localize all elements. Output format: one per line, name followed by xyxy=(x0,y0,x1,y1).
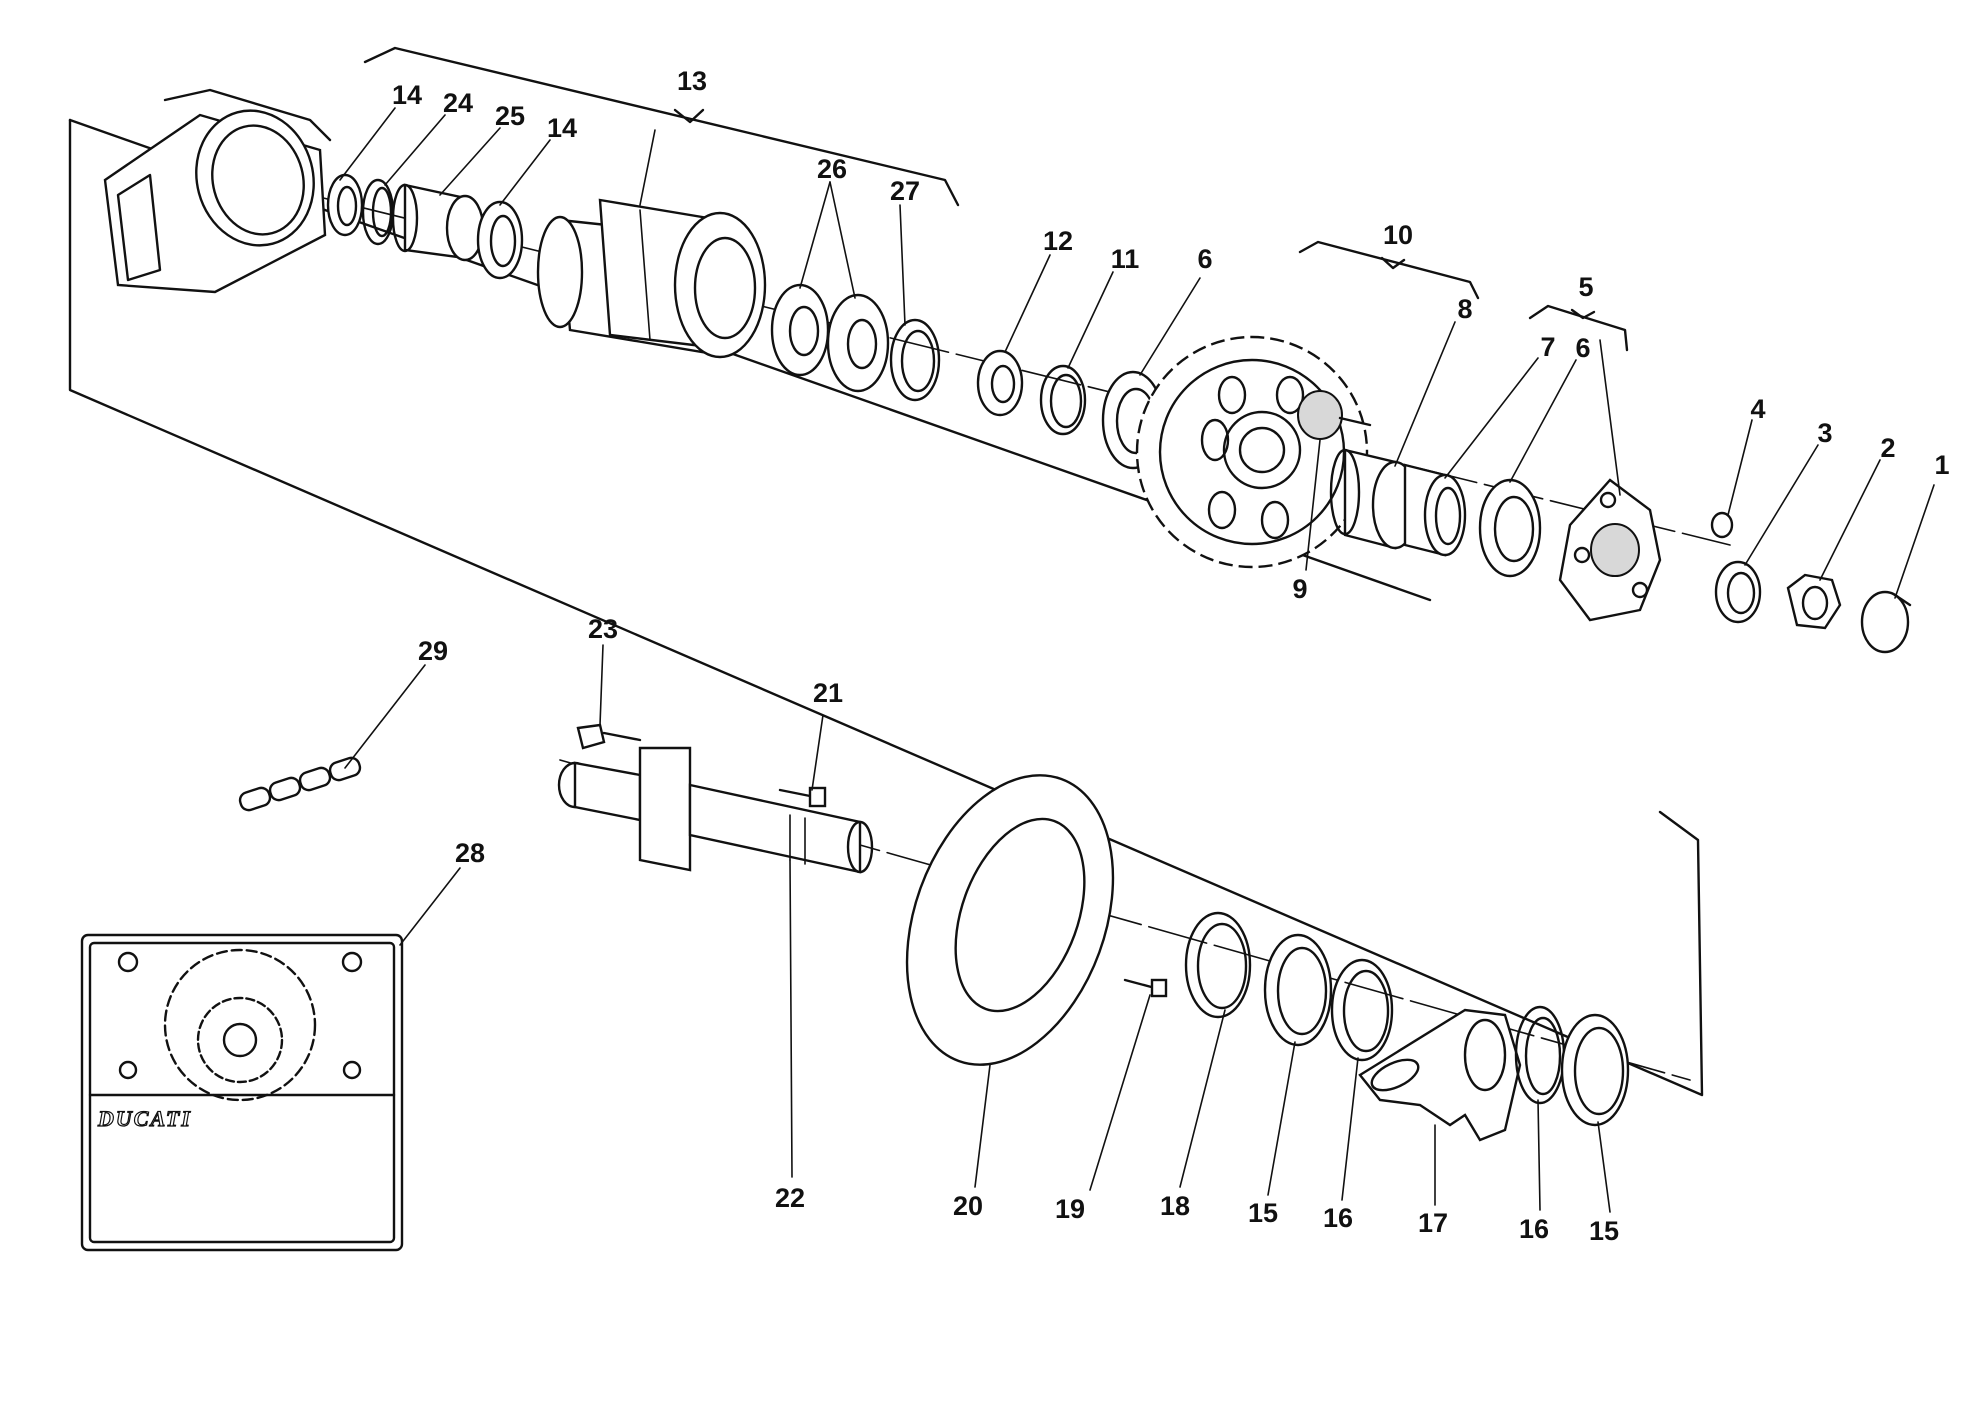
circlip-11 xyxy=(1039,364,1087,436)
chain-kit-plate-28: DUCATI xyxy=(80,933,404,1252)
seal-15a xyxy=(1263,933,1333,1047)
part-label-23: 23 xyxy=(588,614,618,644)
part-label-26: 26 xyxy=(817,154,847,184)
part-label-18: 18 xyxy=(1160,1191,1190,1221)
spacer-12 xyxy=(976,349,1024,417)
chain-link-29 xyxy=(238,756,362,812)
part-label-6b: 6 xyxy=(1575,333,1590,363)
seal-ring-14b xyxy=(476,200,524,280)
part-label-24: 24 xyxy=(443,88,473,118)
part-label-2: 2 xyxy=(1880,433,1895,463)
disc-bolt-19 xyxy=(1123,978,1168,998)
part-label-22: 22 xyxy=(775,1183,805,1213)
part-label-14b: 14 xyxy=(547,113,577,143)
part-label-15a: 15 xyxy=(1248,1198,1278,1228)
part-label-17: 17 xyxy=(1418,1208,1448,1238)
washer-6b xyxy=(1478,478,1542,578)
part-label-9: 9 xyxy=(1292,574,1307,604)
seal-ring-14a xyxy=(326,173,364,237)
part-label-11: 11 xyxy=(1111,244,1140,274)
brake-caliper-bolt-23 xyxy=(576,723,642,750)
nut-4 xyxy=(1710,511,1734,539)
part-label-29: 29 xyxy=(418,636,448,666)
clip-1 xyxy=(1860,590,1912,654)
part-label-12: 12 xyxy=(1043,226,1073,256)
wheel-flange-5 xyxy=(1558,478,1662,622)
part-label-1: 1 xyxy=(1934,450,1949,480)
ring-16b xyxy=(1514,1005,1566,1105)
part-label-19: 19 xyxy=(1055,1194,1085,1224)
part-label-28: 28 xyxy=(455,838,485,868)
part-label-7: 7 xyxy=(1540,332,1555,362)
bracket-5 xyxy=(1528,304,1629,352)
bracket-10-tip xyxy=(1380,256,1406,270)
part-label-14a: 14 xyxy=(392,80,422,110)
part-label-20: 20 xyxy=(953,1191,983,1221)
part-label-16a: 16 xyxy=(1323,1203,1353,1233)
brand-plate-text: DUCATI xyxy=(97,1106,192,1131)
bracket-13-tip xyxy=(673,108,705,124)
needle-bearing-25 xyxy=(391,183,485,262)
part-label-13: 13 xyxy=(677,66,707,96)
bracket-5-tip xyxy=(1570,308,1596,320)
circlip-27 xyxy=(889,318,941,402)
part-label-21: 21 xyxy=(813,678,843,708)
cush-drive-stud-9 xyxy=(1297,390,1372,440)
part-label-25: 25 xyxy=(495,101,525,131)
screw-21 xyxy=(778,786,827,808)
eccentric-hub-13 xyxy=(536,198,767,359)
part-label-15b: 15 xyxy=(1589,1216,1619,1246)
circlip-18 xyxy=(1184,911,1252,1019)
part-label-27: 27 xyxy=(890,176,920,206)
part-label-4: 4 xyxy=(1750,394,1765,424)
seal-15b xyxy=(1560,1013,1630,1127)
part-label-16b: 16 xyxy=(1519,1214,1549,1244)
rear-sprocket-10 xyxy=(1135,335,1369,569)
part-label-6a: 6 xyxy=(1197,244,1212,274)
axle-nut-2 xyxy=(1786,573,1842,630)
part-label-5: 5 xyxy=(1578,272,1593,302)
ring-16a xyxy=(1330,958,1394,1062)
swingarm-housing xyxy=(103,88,332,294)
part-label-10: 10 xyxy=(1383,220,1413,250)
assembly-frame-outline xyxy=(68,118,1704,1097)
brake-disc-20 xyxy=(905,774,1115,1066)
bearing-pair-26 xyxy=(770,283,890,393)
part-label-8: 8 xyxy=(1457,294,1472,324)
bracket-10 xyxy=(1298,240,1480,300)
bracket-13 xyxy=(363,46,960,207)
part-label-3: 3 xyxy=(1817,418,1832,448)
washer-3 xyxy=(1714,560,1762,624)
leader-lines xyxy=(339,107,1935,1213)
bushing-7 xyxy=(1403,463,1467,557)
caliper-bracket-17 xyxy=(1358,1008,1522,1142)
wheel-axle-22 xyxy=(557,746,874,874)
